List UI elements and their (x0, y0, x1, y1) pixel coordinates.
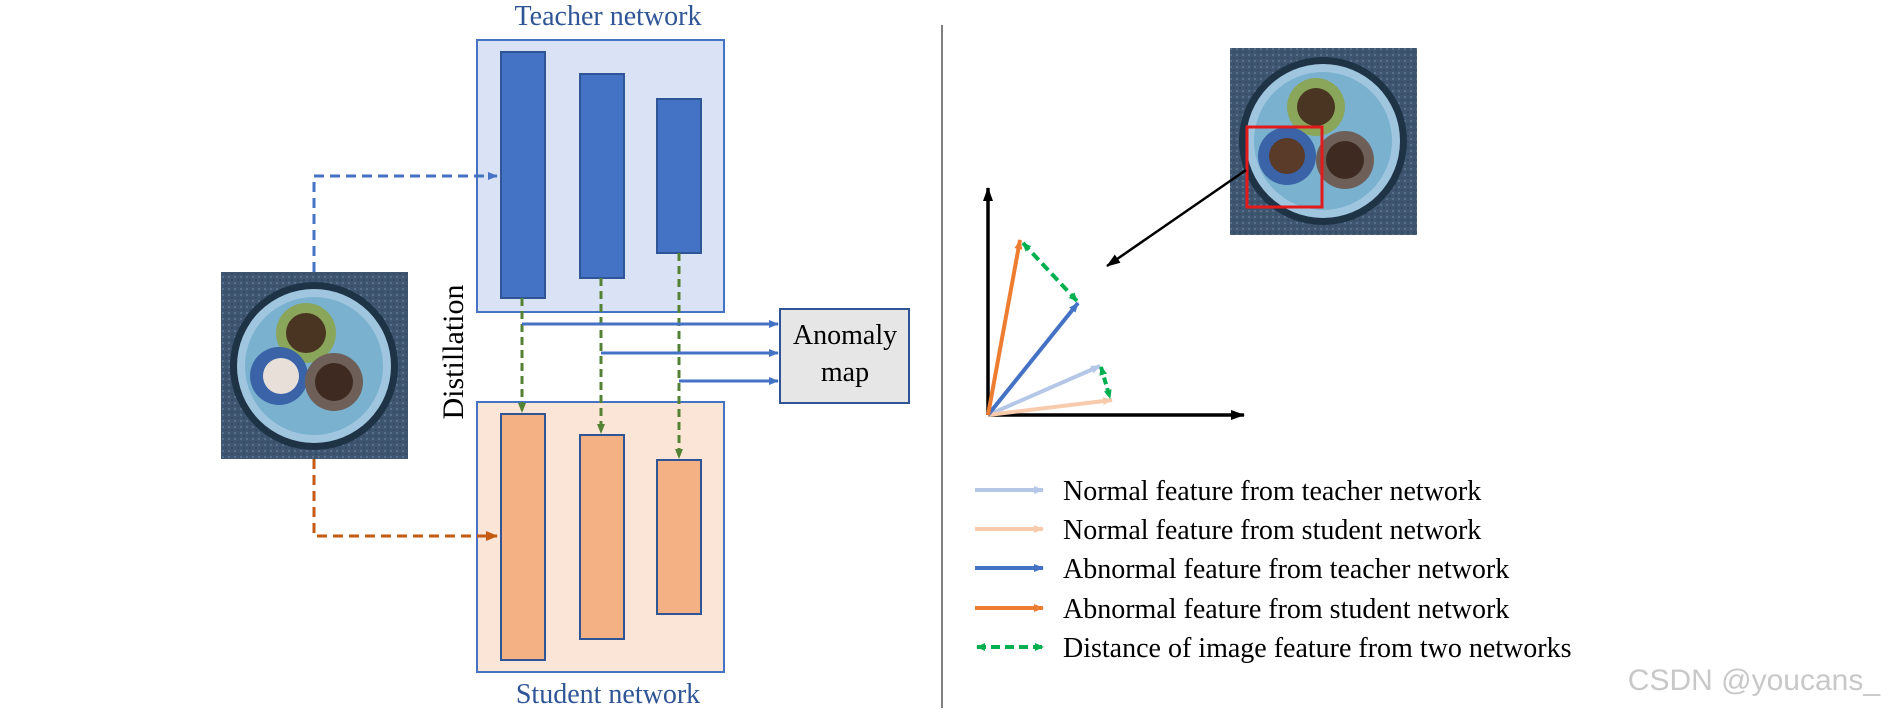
teacher-input-arrow (312, 172, 498, 272)
teacher-layer-2 (579, 73, 625, 279)
abnormal-student-vector (986, 239, 1023, 416)
image-to-feature-arrow (1106, 168, 1247, 268)
legend-label-abnormal-student: Abnormal feature from student network (1063, 594, 1509, 625)
legend-label-distance: Distance of image feature from two netwo… (1063, 633, 1571, 664)
legend-label-normal-student: Normal feature from student network (1063, 515, 1481, 546)
abnormal-distance-line (1021, 241, 1079, 303)
anomaly-map-box (779, 308, 910, 404)
legend: Normal feature from teacher network Norm… (975, 476, 1571, 664)
normal-teacher-vector (987, 364, 1101, 417)
watermark: CSDN @youcans_ (1628, 664, 1882, 697)
legend-item-distance: Distance of image feature from two netwo… (976, 633, 1571, 664)
legend-label-normal-teacher: Normal feature from teacher network (1063, 476, 1481, 507)
legend-item-normal-student: Normal feature from student network (975, 515, 1481, 546)
student-layer-1 (500, 413, 546, 661)
abnormal-teacher-vector (986, 301, 1080, 417)
input-image (221, 272, 408, 459)
teacher-layer-3 (656, 98, 702, 254)
legend-label-abnormal-teacher: Abnormal feature from teacher network (1063, 554, 1509, 585)
normal-distance-line (1099, 366, 1112, 399)
normal-student-vector (987, 397, 1113, 417)
anomaly-map-label-line1: Anomaly (793, 320, 897, 351)
teacher-network-title: Teacher network (515, 1, 702, 32)
legend-item-normal-teacher: Normal feature from teacher network (975, 476, 1481, 507)
student-layer-3 (656, 459, 702, 615)
anomaly-image (1230, 48, 1417, 235)
anomaly-map-label-line2: map (821, 357, 869, 388)
distillation-label: Distillation (437, 285, 470, 420)
student-network-title: Student network (516, 679, 700, 710)
student-layer-2 (579, 434, 625, 640)
teacher-layer-1 (500, 51, 546, 299)
legend-item-abnormal-student: Abnormal feature from student network (975, 594, 1509, 625)
legend-item-abnormal-teacher: Abnormal feature from teacher network (975, 554, 1509, 585)
anomaly-region-box (1245, 125, 1324, 209)
student-input-arrow (312, 459, 498, 541)
